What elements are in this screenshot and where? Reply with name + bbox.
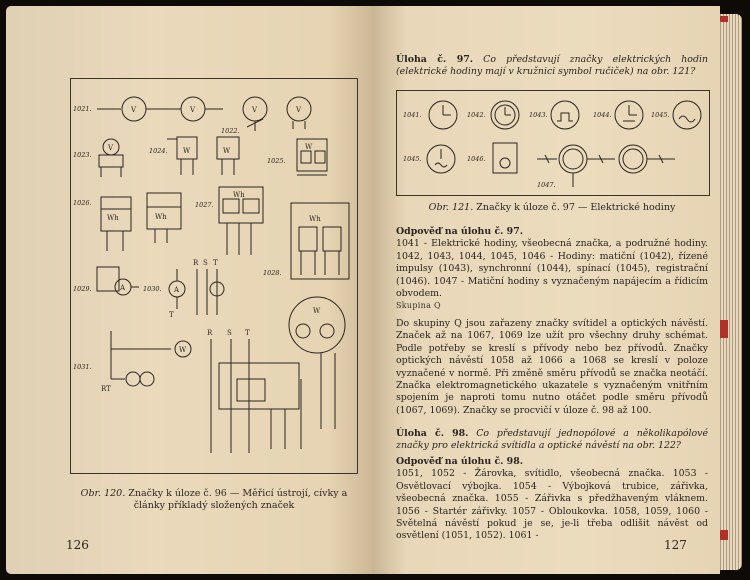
svg-text:W: W <box>179 346 187 354</box>
page-number-right: 127 <box>664 538 687 552</box>
right-page: Úloha č. 97. Co představují značky elekt… <box>372 6 720 574</box>
page-edges <box>720 14 742 570</box>
svg-text:V: V <box>295 106 302 114</box>
task-98: Úloha č. 98. Co představují jednopólové … <box>396 428 708 453</box>
group-q-label: Skupina Q <box>396 301 441 310</box>
svg-text:1025.: 1025. <box>267 157 286 165</box>
page-number-left: 126 <box>66 538 89 552</box>
svg-text:1047.: 1047. <box>537 181 556 189</box>
svg-text:Wh: Wh <box>155 213 167 221</box>
edge-mark <box>720 16 728 22</box>
answer-97-text: 1041 - Elektrické hodiny, všeobecná znač… <box>396 238 708 300</box>
svg-text:T: T <box>169 311 174 319</box>
svg-text:V: V <box>189 106 196 114</box>
answer-97-heading: Odpověď na úlohu č. 97. <box>396 226 523 237</box>
svg-text:1024.: 1024. <box>149 147 168 155</box>
svg-text:1022.: 1022. <box>221 127 240 135</box>
left-page: 1021. 1022. 1023. 1024. 1025. 1026. 1027. 102… <box>6 6 372 574</box>
edge-mark <box>720 530 728 540</box>
svg-text:1030.: 1030. <box>143 285 162 293</box>
svg-text:1045.: 1045. <box>403 155 422 163</box>
svg-text:R: R <box>207 329 213 337</box>
svg-text:Wh: Wh <box>107 214 119 222</box>
task-97-label: Úloha č. 97. <box>396 54 473 65</box>
group-q-paragraph: Do skupiny Q jsou zařazeny značky svítid… <box>396 318 708 416</box>
svg-text:Wh: Wh <box>309 215 321 223</box>
svg-text:1042.: 1042. <box>467 111 486 119</box>
svg-text:1028.: 1028. <box>263 269 282 277</box>
fig121-caption-text: Značky k úloze č. 97 — Elektrické hodiny <box>476 202 676 213</box>
task-97: Úloha č. 97. Co představují značky elekt… <box>396 54 708 79</box>
svg-text:V: V <box>130 106 137 114</box>
svg-text:Wh: Wh <box>233 191 245 199</box>
task-97-text: Co představují značky elektrických hodin… <box>396 54 708 78</box>
svg-text:1046.: 1046. <box>467 155 486 163</box>
answer-97: Odpověď na úlohu č. 97. 1041 - Elektrick… <box>396 226 708 300</box>
answer-98-text: 1051, 1052 - Žárovka, svítidlo, všeobecn… <box>396 468 708 542</box>
caption-label: Obr. 120. <box>80 488 126 499</box>
svg-text:A: A <box>173 286 180 294</box>
svg-text:1031.: 1031. <box>73 363 92 371</box>
svg-text:W: W <box>305 143 313 151</box>
figure-121: 1041. 1042. 1043. 1044. 1045. 1045. 1046. 1047… <box>396 90 710 196</box>
svg-text:S: S <box>227 329 232 337</box>
svg-text:W: W <box>223 147 231 155</box>
task-98-label: Úloha č. 98. <box>396 428 469 439</box>
figure-121-caption: Obr. 121. Značky k úloze č. 97 — Elektri… <box>396 202 708 213</box>
svg-text:A: A <box>119 284 126 292</box>
task-98-text: Co představují jednopólové a několikapól… <box>396 428 708 452</box>
svg-text:1023.: 1023. <box>73 151 92 159</box>
figure-120-caption: Obr. 120. Značky k úloze č. 96 — Měřicí … <box>76 488 352 512</box>
edge-mark <box>720 320 728 338</box>
answer-98: Odpověď na úlohu č. 98. 1051, 1052 - Žár… <box>396 456 708 543</box>
svg-text:V: V <box>107 144 114 152</box>
svg-text:RT: RT <box>101 385 111 393</box>
answer-98-heading: Odpověď na úlohu č. 98. <box>396 456 523 467</box>
svg-text:W: W <box>183 147 191 155</box>
figure-120: 1021. 1022. 1023. 1024. 1025. 1026. 1027. 102… <box>70 78 358 474</box>
svg-text:1029.: 1029. <box>73 285 92 293</box>
svg-text:1045.: 1045. <box>651 111 670 119</box>
caption-text: Značky k úloze č. 96 — Měřicí ústrojí, c… <box>128 488 348 511</box>
svg-text:T: T <box>213 259 218 267</box>
svg-text:T: T <box>245 329 250 337</box>
svg-text:S: S <box>203 259 208 267</box>
svg-text:1044.: 1044. <box>593 111 612 119</box>
svg-text:1043.: 1043. <box>529 111 548 119</box>
svg-text:V: V <box>251 106 258 114</box>
svg-text:R: R <box>193 259 199 267</box>
svg-text:W: W <box>313 307 321 315</box>
svg-text:1026.: 1026. <box>73 199 92 207</box>
svg-text:1027.: 1027. <box>195 201 214 209</box>
svg-text:1041.: 1041. <box>403 111 422 119</box>
group-q-text: Do skupiny Q jsou zařazeny značky svítid… <box>396 318 708 417</box>
svg-text:1021.: 1021. <box>73 105 92 113</box>
fig121-caption-label: Obr. 121. <box>428 202 474 213</box>
